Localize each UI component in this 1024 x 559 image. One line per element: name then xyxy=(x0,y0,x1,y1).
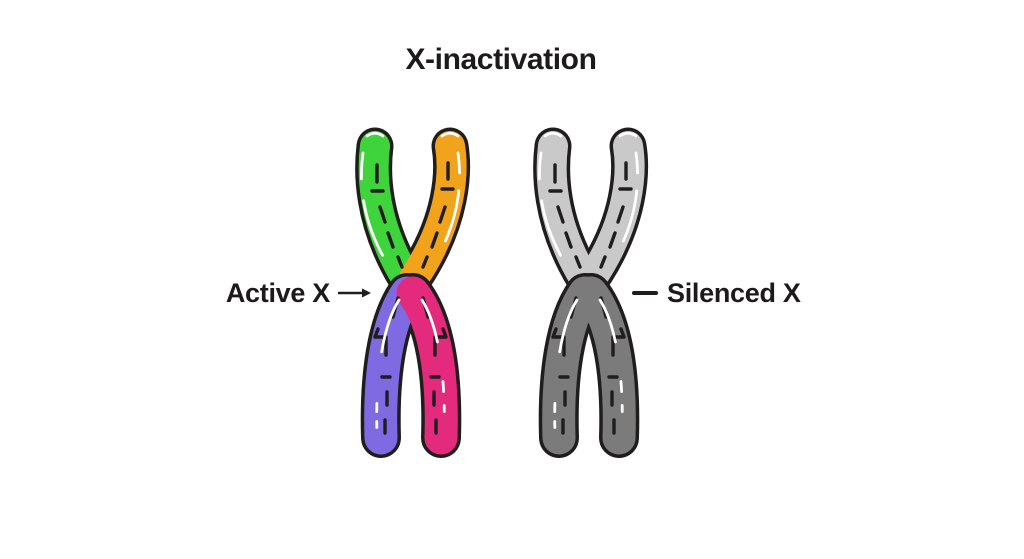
active-x-label: Active X xyxy=(225,277,330,308)
page-title: X-inactivation xyxy=(405,43,597,76)
silenced-x-callout: Silenced X xyxy=(632,277,801,308)
active-x-callout: Active X xyxy=(200,277,372,308)
arrow-right-icon xyxy=(338,288,371,298)
dash-line-icon xyxy=(632,291,658,295)
silenced-x-label: Silenced X xyxy=(667,277,801,308)
